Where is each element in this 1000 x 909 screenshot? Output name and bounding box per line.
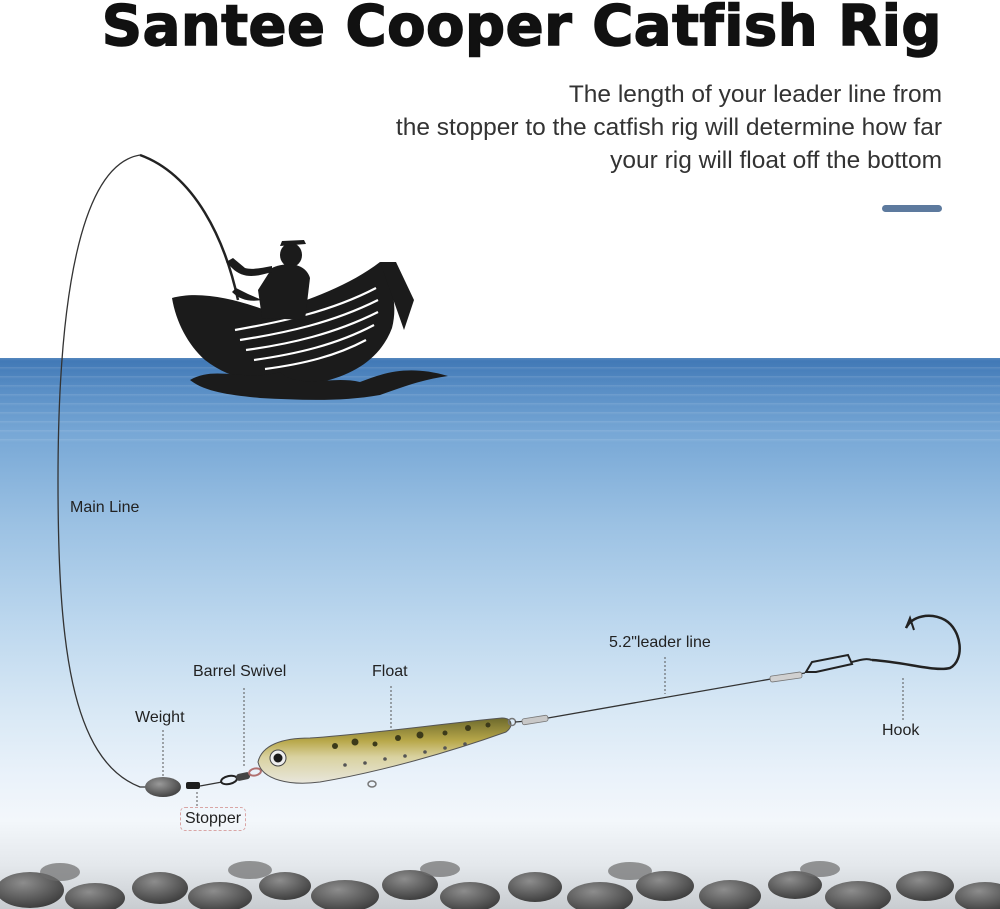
main-line-label: Main Line [70,499,139,517]
main-line [58,155,170,787]
barrel-swivel-label: Barrel Swivel [193,663,286,681]
fishing-lure-icon [258,718,516,787]
fishing-hook-icon [806,616,960,672]
weight-label: Weight [135,709,185,727]
leader-line-label: 5.2"leader line [609,634,711,652]
barrel-swivel-icon [220,767,261,785]
pebble-bottom [0,861,1000,909]
float-label: Float [372,663,408,681]
fishing-rod [140,155,238,300]
fisherman-in-boat-icon [172,240,448,400]
stopper-label: Stopper [180,807,246,831]
hook-label: Hook [882,722,919,740]
stopper-bead [186,782,200,789]
sinker-weight-icon [145,777,181,797]
leader-line [515,673,805,722]
